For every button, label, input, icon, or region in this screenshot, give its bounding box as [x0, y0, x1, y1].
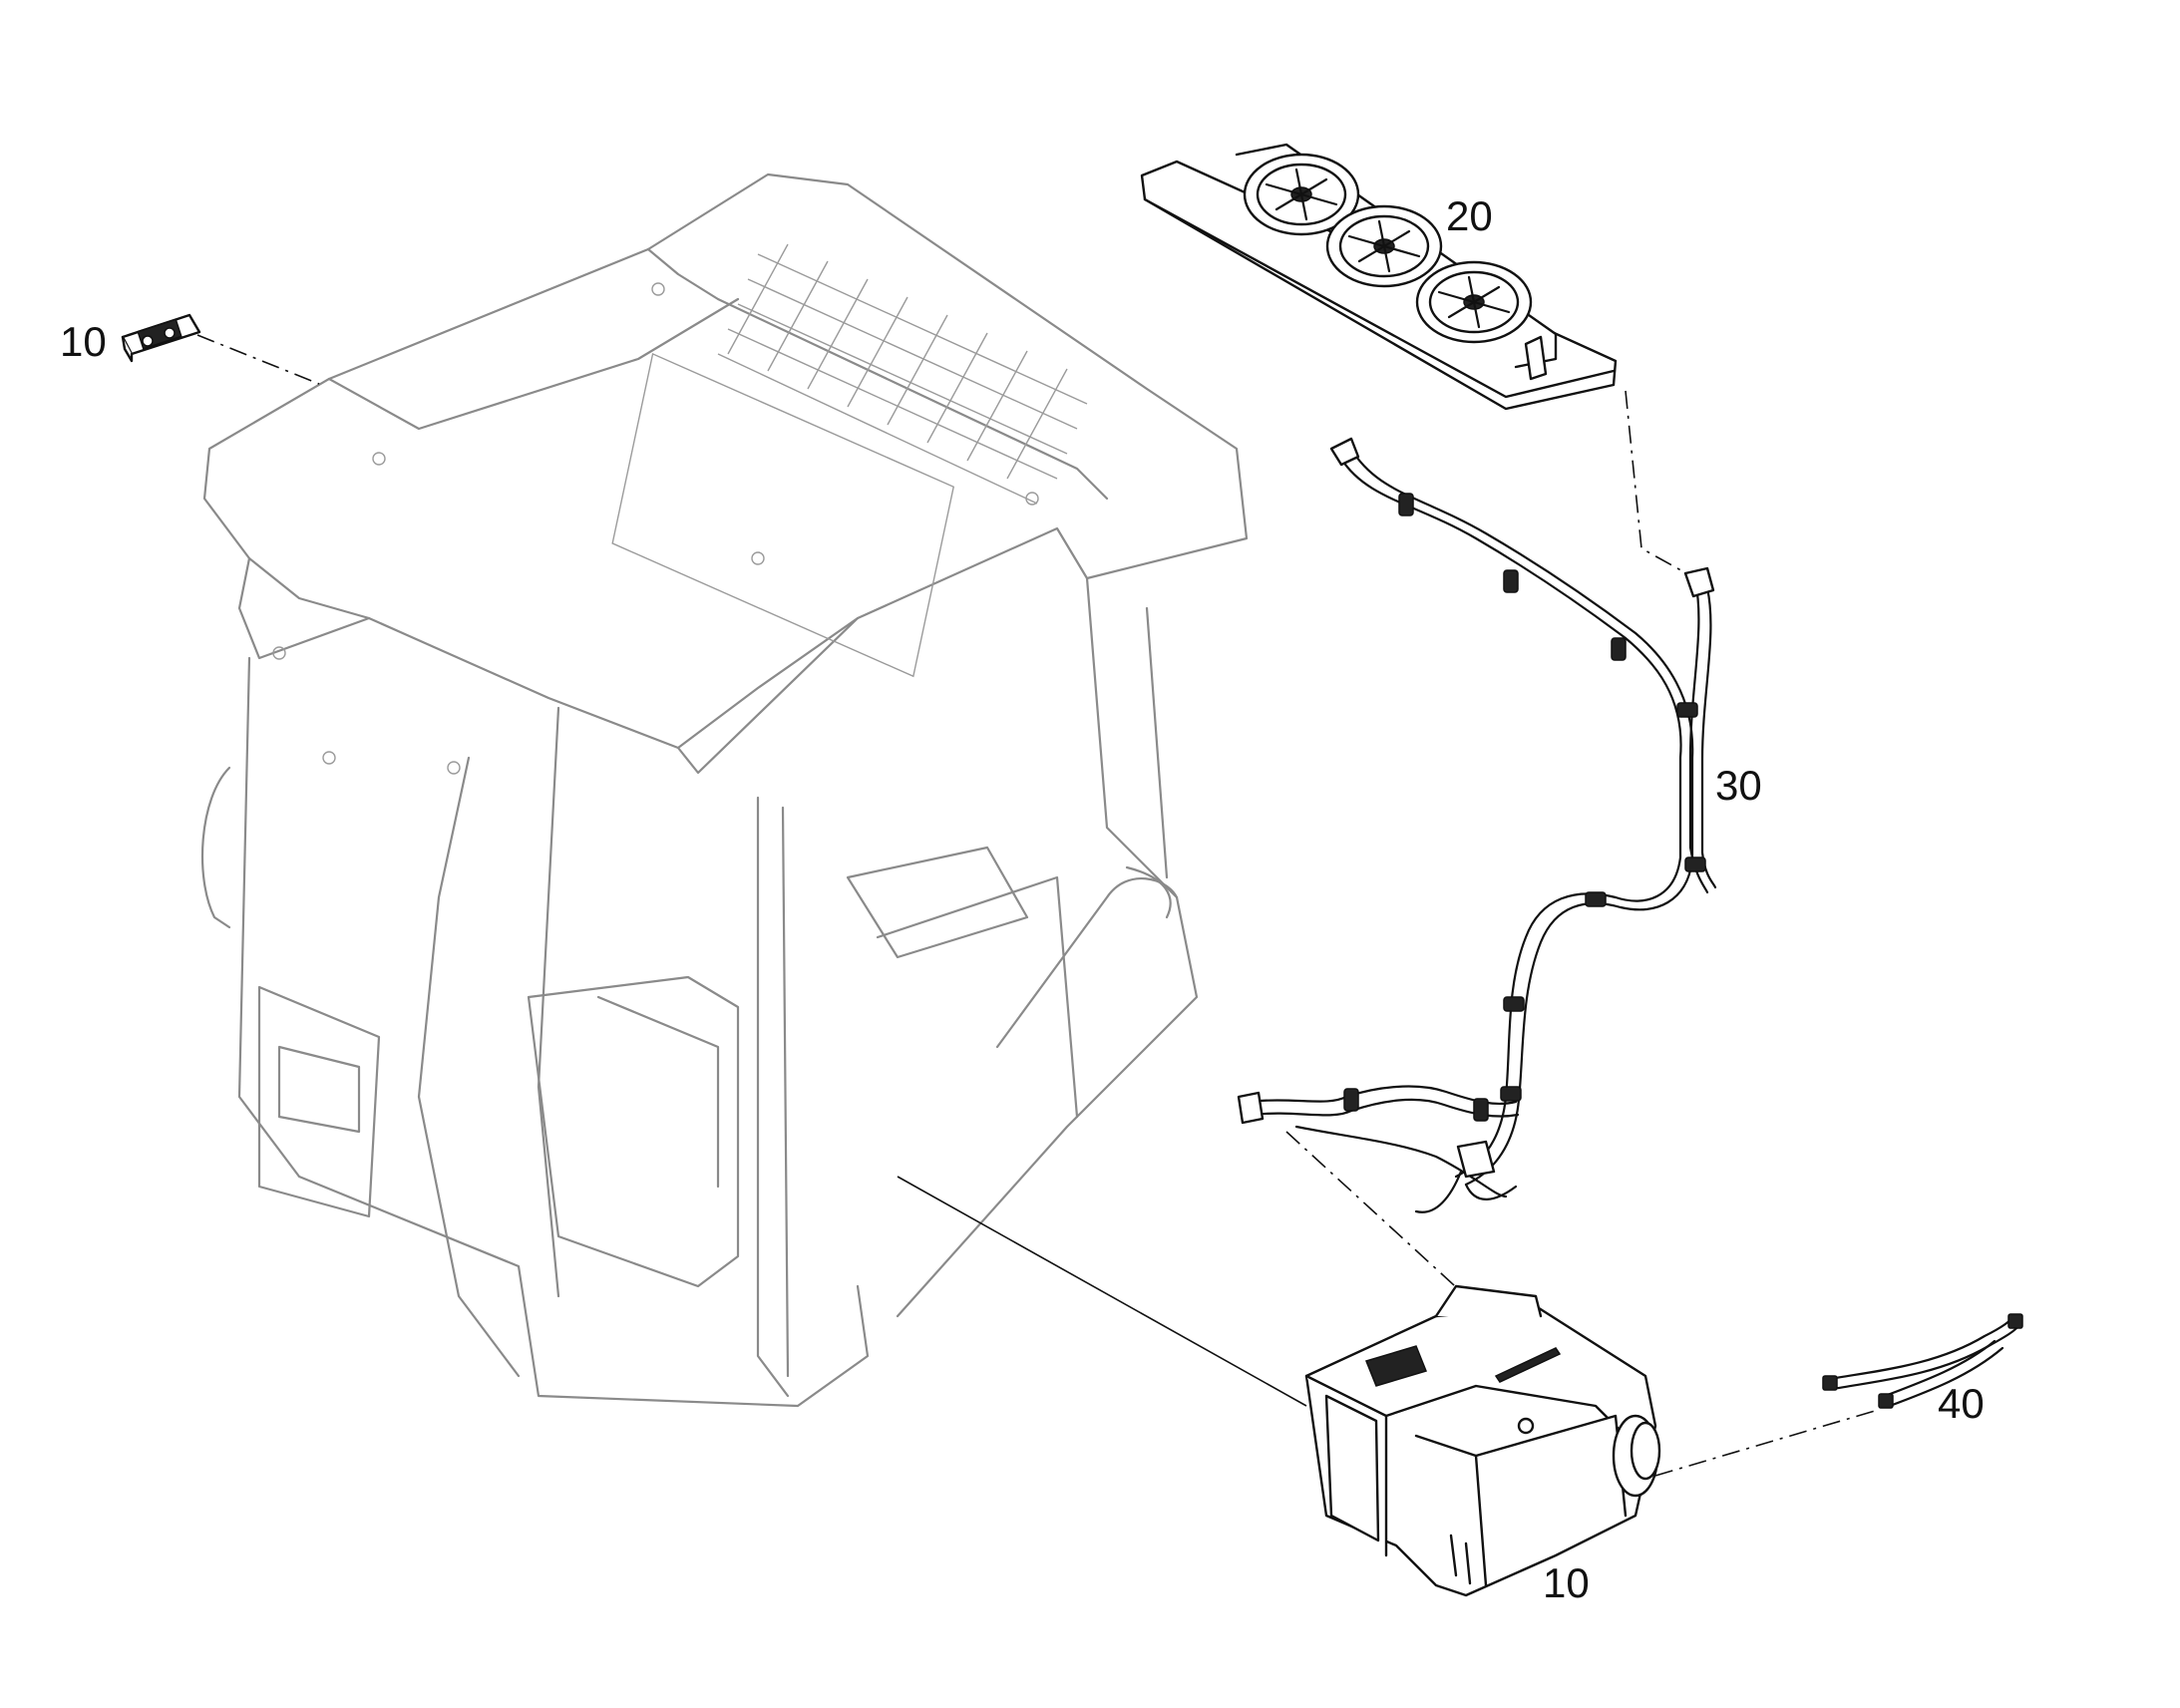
leader-unit-to-cab: [897, 1176, 1307, 1407]
leader-hose-to-unit: [1285, 1131, 1467, 1297]
condenser-fan-assembly-part: [1140, 143, 1618, 411]
cab-fixings: [272, 282, 1039, 775]
callout-hose-pair: 40: [1938, 1380, 1985, 1427]
fan-middle: [1325, 204, 1443, 288]
callout-condenser-fan-assembly: 20: [1446, 192, 1493, 239]
callout-control-panel: 10: [60, 318, 107, 365]
leader-control-panel: [196, 334, 320, 385]
leader-fan-assembly: [1625, 390, 1696, 579]
hose-pair-part: [1822, 1313, 2023, 1409]
hose-harness-part: [1237, 437, 1717, 1213]
fan-left: [1243, 153, 1360, 236]
hose-clips: [1343, 493, 1706, 1122]
operator-cab: [200, 172, 1249, 1408]
fan-right: [1415, 260, 1533, 344]
callout-hose-harness: 30: [1715, 762, 1762, 809]
leader-unit-to-hose40: [1654, 1410, 1876, 1477]
callout-heater-ac-unit: 10: [1543, 1559, 1590, 1606]
roof-vent-grid: [611, 243, 1088, 678]
control-panel-part: [121, 313, 201, 363]
heater-ac-unit-part: [1304, 1284, 1661, 1597]
